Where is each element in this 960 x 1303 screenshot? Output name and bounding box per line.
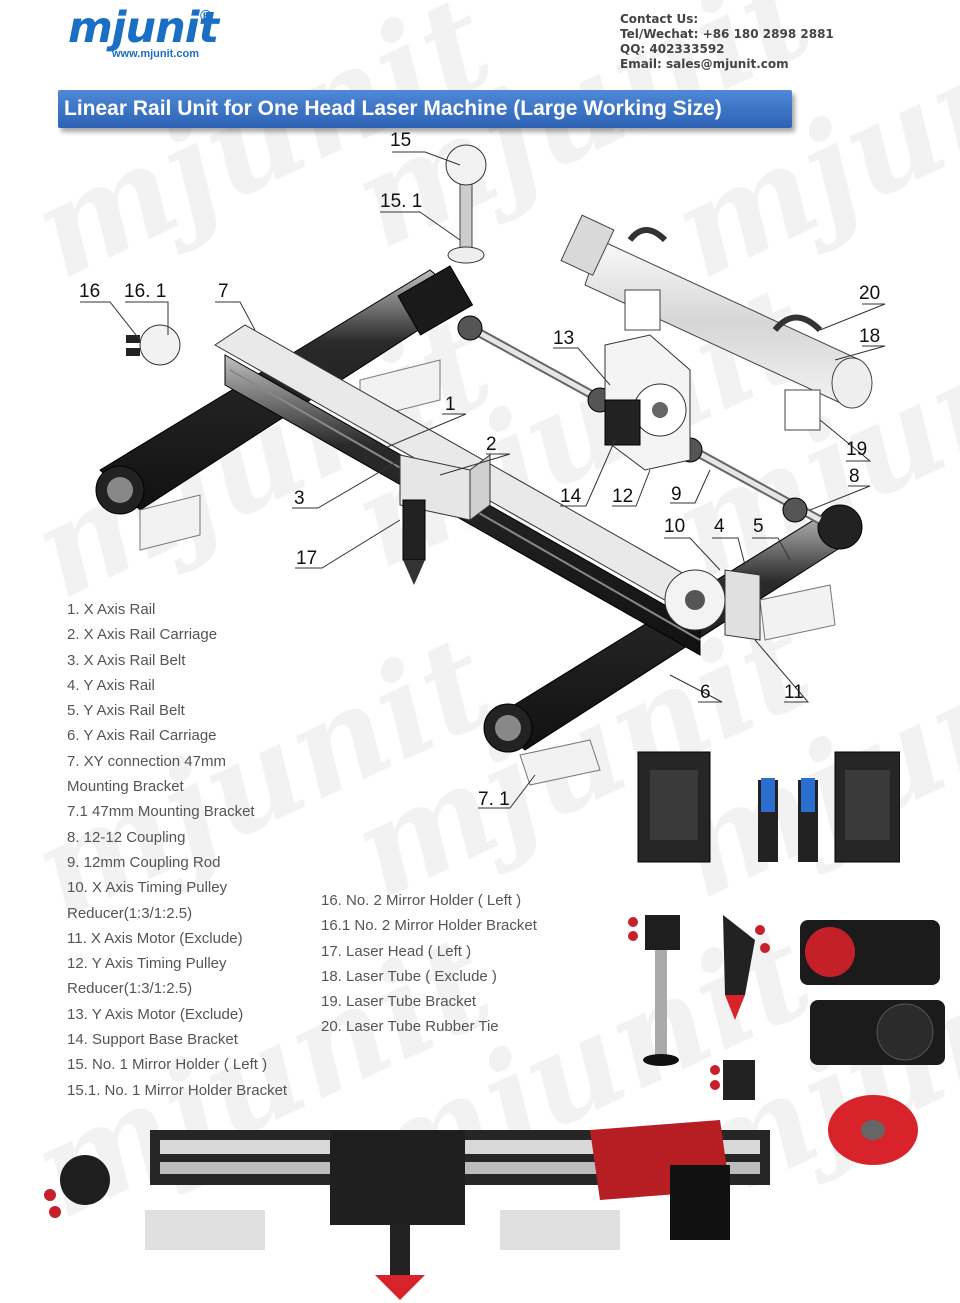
parts-list-left: 1. X Axis Rail 2. X Axis Rail Carriage 3… [67,597,322,1103]
list-item: 7.1 47mm Mounting Bracket [67,803,255,821]
callout-16-1: 16. 1 [124,281,167,302]
callout-4: 4 [714,516,725,537]
list-item: Mounting Bracket [67,778,184,796]
callout-16: 16 [79,281,101,302]
list-item: 4. Y Axis Rail [67,676,155,694]
mirror-holder-1 [445,144,487,264]
callout-1: 1 [445,394,456,415]
list-item: 1. X Axis Rail [67,601,156,618]
callout-2: 2 [486,434,497,455]
list-item: 5. Y Axis Rail Belt [67,702,185,720]
callout-20: 20 [859,283,881,304]
assembled-rail-photo [44,1120,770,1300]
list-item: 19. Laser Tube Bracket [321,993,477,1011]
bracket-photos [637,751,900,863]
callout-14: 14 [560,486,582,507]
contact-qq: QQ: 402333592 [620,42,725,56]
title-banner: Linear Rail Unit for One Head Laser Mach… [58,90,792,128]
mirror-holder-2 [126,324,181,366]
list-item: 3. X Axis Rail Belt [67,651,186,669]
list-item: 11. X Axis Motor (Exclude) [67,929,243,947]
x-timing-pulley-reducer [664,569,761,641]
list-item: 12. Y Axis Timing Pulley [67,955,227,973]
list-item: 6. Y Axis Rail Carriage [67,727,217,745]
callout-15-1: 15. 1 [380,191,423,212]
list-item: 8. 12-12 Coupling [67,828,186,846]
list-item: 13. Y Axis Motor (Exclude) [67,1005,244,1023]
callout-13: 13 [553,328,575,349]
callout-17: 17 [296,548,318,569]
list-item: 18. Laser Tube ( Exclude ) [321,967,497,985]
leader-lines [80,151,886,809]
list-item: 20. Laser Tube Rubber Tie [321,1018,499,1036]
callout-6: 6 [700,682,711,703]
callout-5: 5 [753,516,764,537]
y-motor-reducer [604,334,691,471]
callout-19: 19 [846,439,868,460]
page-title: Linear Rail Unit for One Head Laser Mach… [64,97,722,120]
list-item: 15.1. No. 1 Mirror Holder Bracket [67,1081,288,1099]
callout-9: 9 [671,484,682,505]
callout-11: 11 [784,682,804,703]
callout-3: 3 [294,488,305,509]
brand-name: mjunit [68,3,219,53]
callout-7-1: 7. 1 [478,789,510,810]
callout-15: 15 [390,130,412,151]
list-item: 17. Laser Head ( Left ) [321,942,472,960]
contact-email: Email: sales@mjunit.com [620,57,789,71]
list-item: Reducer(1:3/1:2.5) [67,904,193,922]
rail-unit-diagram [80,144,886,809]
list-item: 15. No. 1 Mirror Holder ( Left ) [67,1056,268,1074]
list-item: 9. 12mm Coupling Rod [67,853,221,871]
callout-18: 18 [859,326,881,347]
laser-tube [560,214,873,431]
list-item: 14. Support Base Bracket [67,1031,238,1049]
contact-phone: Tel/Wechat: +86 180 2898 2881 [620,27,834,41]
list-item: 7. XY connection 47mm [67,752,226,770]
brand-registered-mark: ® [200,8,212,25]
callout-7: 7 [218,281,229,302]
list-item: 2. X Axis Rail Carriage [67,626,218,644]
component-photos [628,915,945,1165]
brand-url: www.mjunit.com [112,48,199,60]
brand-logo: mjunit ® www.mjunit.com [68,6,228,66]
contact-block: Contact Us: Tel/Wechat: +86 180 2898 288… [620,12,834,72]
list-item: 10. X Axis Timing Pulley [67,879,228,897]
callout-10: 10 [664,516,686,537]
contact-line: Contact Us: [620,12,699,26]
list-item: 16.1 No. 2 Mirror Holder Bracket [321,917,537,935]
callout-8: 8 [849,466,860,487]
list-item: 16. No. 2 Mirror Holder ( Left ) [321,892,522,909]
callout-12: 12 [612,486,634,507]
list-item: Reducer(1:3/1:2.5) [67,980,193,998]
parts-list-right: 16. No. 2 Mirror Holder ( Left ) 16.1 No… [321,888,591,1040]
